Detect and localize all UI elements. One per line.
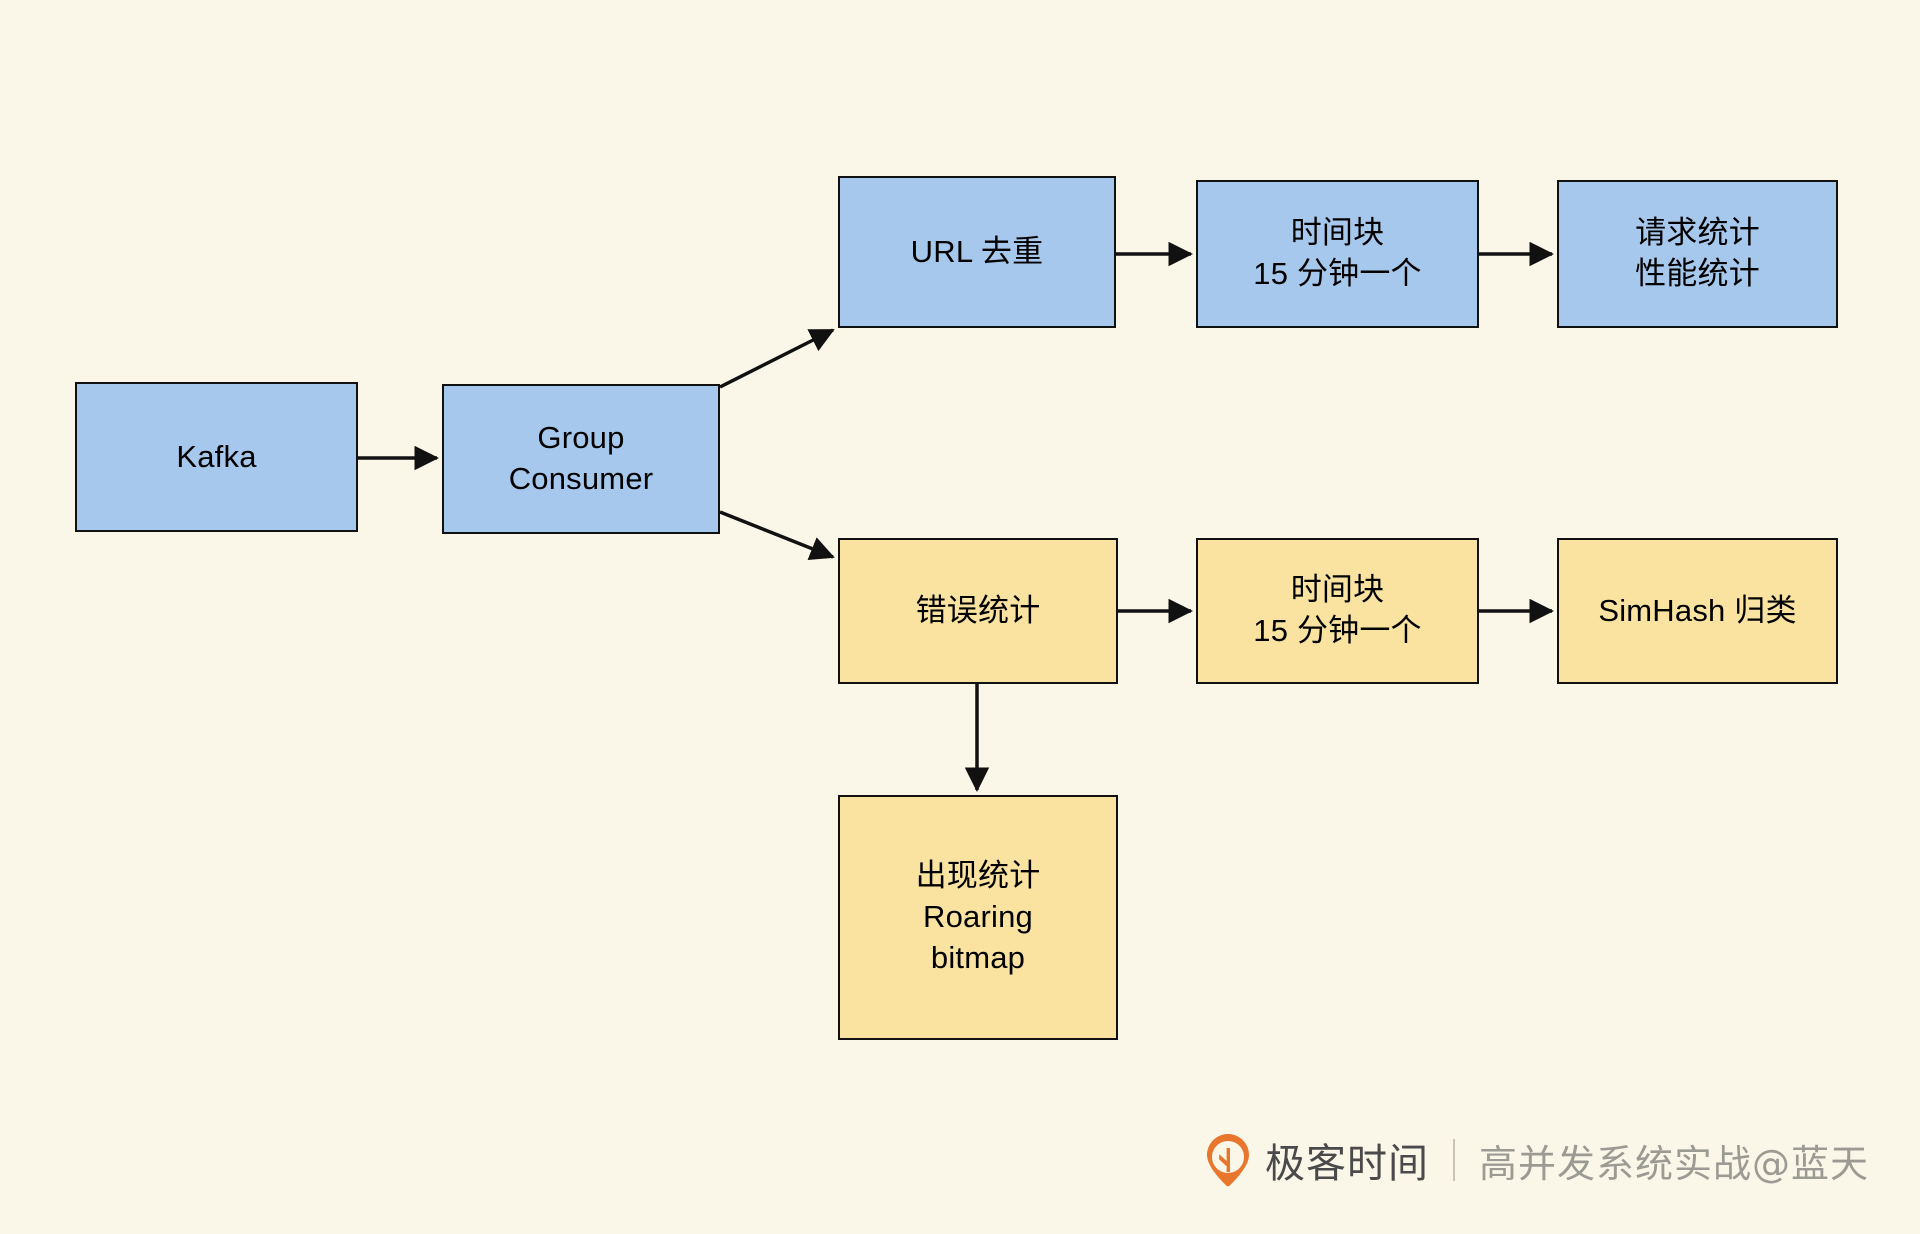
node-time-block-top[interactable]: 时间块 15 分钟一个 [1196, 180, 1479, 328]
node-time-block-bottom-line-1: 时间块 [1290, 572, 1385, 608]
node-group-consumer[interactable]: Group Consumer [442, 384, 720, 534]
node-kafka[interactable]: Kafka [75, 382, 358, 532]
node-group-consumer-line-1: Group [537, 420, 625, 456]
node-simhash-group[interactable]: SimHash 归类 [1557, 538, 1838, 684]
node-occurrence-stats-line-2: Roaring [923, 899, 1033, 935]
node-kafka-line-1: Kafka [176, 438, 257, 474]
node-time-block-bottom[interactable]: 时间块 15 分钟一个 [1196, 538, 1479, 684]
node-time-block-top-line-2: 15 分钟一个 [1253, 256, 1422, 291]
geekbang-pin-logo-icon [1207, 1134, 1249, 1187]
edge-group-consumer-to-url-dedup [719, 328, 835, 389]
node-group-consumer-line-2: Consumer [508, 461, 654, 496]
node-time-block-bottom-line-2: 15 分钟一个 [1253, 613, 1422, 648]
node-occurrence-stats-line-3: bitmap [930, 939, 1026, 975]
footer-watermark: 极客时间 高并发系统实战@蓝天 [1205, 1128, 1869, 1192]
footer-course: 高并发系统实战@蓝天 [1479, 1141, 1870, 1186]
node-error-stats-line-1: 错误统计 [915, 592, 1041, 628]
node-time-block-top-line-1: 时间块 [1290, 215, 1385, 251]
footer-divider [1453, 1139, 1455, 1181]
node-url-dedup-line-1: URL 去重 [910, 233, 1044, 269]
node-occurrence-stats-line-1: 出现统计 [915, 858, 1041, 894]
node-error-stats[interactable]: 错误统计 [838, 538, 1118, 684]
edge-group-consumer-to-error-stats [719, 510, 835, 561]
node-request-perf-stats-line-2: 性能统计 [1635, 256, 1760, 291]
footer-brand: 极客时间 [1265, 1141, 1429, 1187]
node-request-perf-stats-line-1: 请求统计 [1635, 215, 1760, 251]
node-request-perf-stats[interactable]: 请求统计 性能统计 [1557, 180, 1838, 328]
node-url-dedup[interactable]: URL 去重 [838, 176, 1116, 328]
node-simhash-group-line-1: SimHash 归类 [1598, 592, 1797, 628]
node-occurrence-stats[interactable]: 出现统计 Roaring bitmap [838, 795, 1118, 1040]
